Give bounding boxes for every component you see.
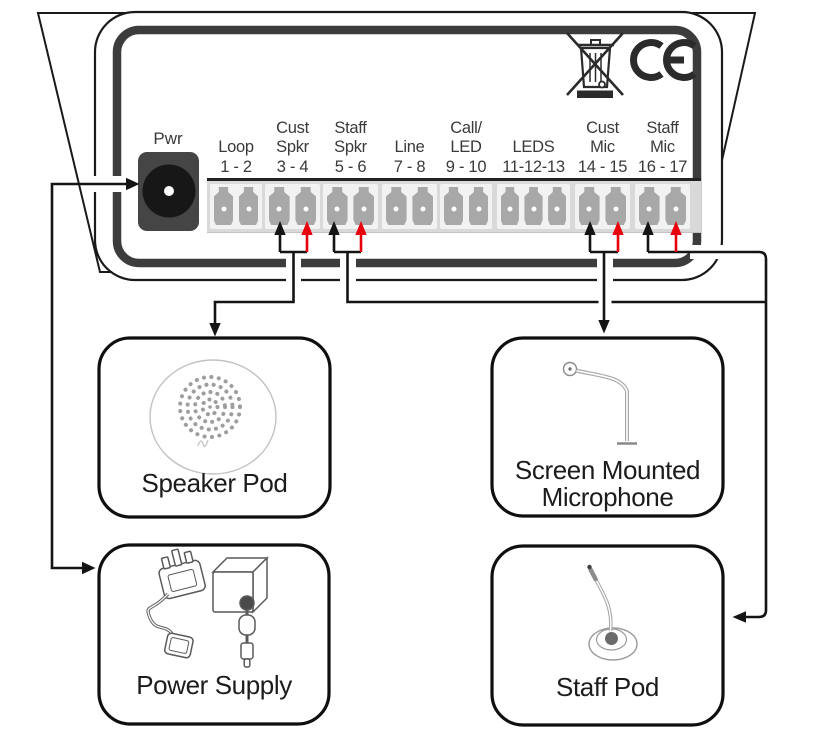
- ce-mark-icon: [630, 39, 697, 81]
- staff-pod-box: [490, 544, 725, 727]
- terminal-group: [210, 184, 262, 229]
- screen-mic-wire: [590, 250, 618, 334]
- speaker-pod-label: Speaker Pod: [141, 468, 288, 498]
- terminal-contact: [276, 206, 282, 212]
- terminal-contact: [420, 206, 426, 212]
- terminal-contact: [646, 206, 652, 212]
- terminal-plug: [238, 187, 259, 225]
- terminal-group-label: Staff Spkr 5 - 6: [334, 118, 367, 176]
- terminal: [443, 186, 465, 227]
- terminal-group-label: Loop 1 - 2: [218, 138, 254, 176]
- terminal-strip: [207, 178, 701, 233]
- terminal-plug: [500, 187, 519, 225]
- terminal: [547, 186, 568, 227]
- terminal: [638, 186, 662, 227]
- terminal: [664, 186, 688, 227]
- terminal: [500, 186, 521, 227]
- staff-pod-wire: [334, 250, 768, 623]
- terminal-group-label: Line 7 - 8: [393, 138, 426, 176]
- terminal-plug: [353, 187, 375, 225]
- screen-mic-label: Screen Mounted Microphone: [514, 455, 701, 512]
- terminal-plug: [578, 187, 600, 225]
- terminal-group-label: Cust Mic 14 - 15: [577, 118, 628, 176]
- terminal: [268, 186, 292, 227]
- terminal-group-label: Staff Mic 16 - 17: [637, 118, 688, 176]
- power-jack: [138, 152, 199, 231]
- terminal: [213, 186, 235, 227]
- terminal-contact: [476, 206, 481, 212]
- terminal: [578, 186, 602, 227]
- terminal-group: [323, 184, 378, 229]
- power-supply-image: [146, 548, 269, 668]
- terminal-plug: [605, 187, 627, 225]
- speaker-pod-box: [97, 336, 332, 519]
- terminal: [238, 186, 260, 227]
- terminal-plug: [213, 187, 234, 225]
- terminal-contact: [531, 206, 536, 212]
- weee-crossed-bin-icon: [566, 32, 624, 98]
- speaker-pod-image: [149, 359, 277, 475]
- terminal-contact: [507, 206, 513, 212]
- terminal: [523, 186, 544, 227]
- terminal: [604, 186, 628, 227]
- terminal-plug: [468, 187, 489, 225]
- terminal-group: [497, 184, 570, 229]
- staff-pod-label: Staff Pod: [556, 672, 659, 702]
- terminal-plug: [548, 187, 567, 225]
- terminal-contact: [613, 206, 619, 212]
- terminal-group: [382, 184, 437, 229]
- terminal-plug: [443, 187, 464, 225]
- terminal-contact: [303, 206, 309, 212]
- power-jack-pin: [163, 186, 174, 196]
- terminal-plug: [665, 187, 687, 225]
- terminal-contact: [673, 206, 679, 212]
- terminal: [385, 186, 409, 227]
- terminal-contact: [554, 206, 560, 212]
- terminal: [352, 186, 376, 227]
- wire-cross-gap: [598, 296, 612, 308]
- terminal-plug: [385, 187, 407, 225]
- terminal-contact: [246, 206, 251, 212]
- terminal-plug: [326, 187, 348, 225]
- terminal: [294, 186, 318, 227]
- terminal-plug: [268, 187, 290, 225]
- power-supply-label: Power Supply: [136, 670, 292, 700]
- terminal-contact: [334, 206, 340, 212]
- terminal-contact: [221, 206, 226, 212]
- terminal-plug: [412, 187, 434, 225]
- staff-pod-image: [587, 564, 638, 661]
- terminal-group-label: LEDS 11-12-13: [502, 138, 565, 176]
- terminal-group: [265, 184, 320, 229]
- terminal-group: [440, 184, 492, 229]
- terminal-contact: [393, 206, 399, 212]
- terminal: [326, 186, 350, 227]
- pwr-label: Pwr: [153, 129, 183, 148]
- terminal-group: [635, 184, 690, 229]
- speaker-pod-wire: [209, 250, 307, 337]
- terminal-contact: [586, 206, 592, 212]
- terminal-contact: [361, 206, 367, 212]
- terminal-group-label: Call/ LED 9 - 10: [445, 118, 487, 176]
- terminal-plug: [524, 187, 543, 225]
- power-supply-box: [97, 543, 331, 726]
- device-boxes: [97, 336, 725, 727]
- terminal-plug: [295, 187, 317, 225]
- power-wire: [50, 177, 140, 575]
- screen-mic-image: [562, 361, 637, 445]
- panel-outline: [93, 10, 724, 282]
- terminal-contact: [451, 206, 456, 212]
- screen-mic-box: [490, 336, 725, 518]
- terminal: [468, 186, 490, 227]
- mounting-bracket: [36, 12, 757, 273]
- terminal-group-label: Cust Spkr 3 - 4: [276, 118, 309, 176]
- terminal: [411, 186, 435, 227]
- terminal-plug: [638, 187, 660, 225]
- terminal-group: [575, 184, 630, 229]
